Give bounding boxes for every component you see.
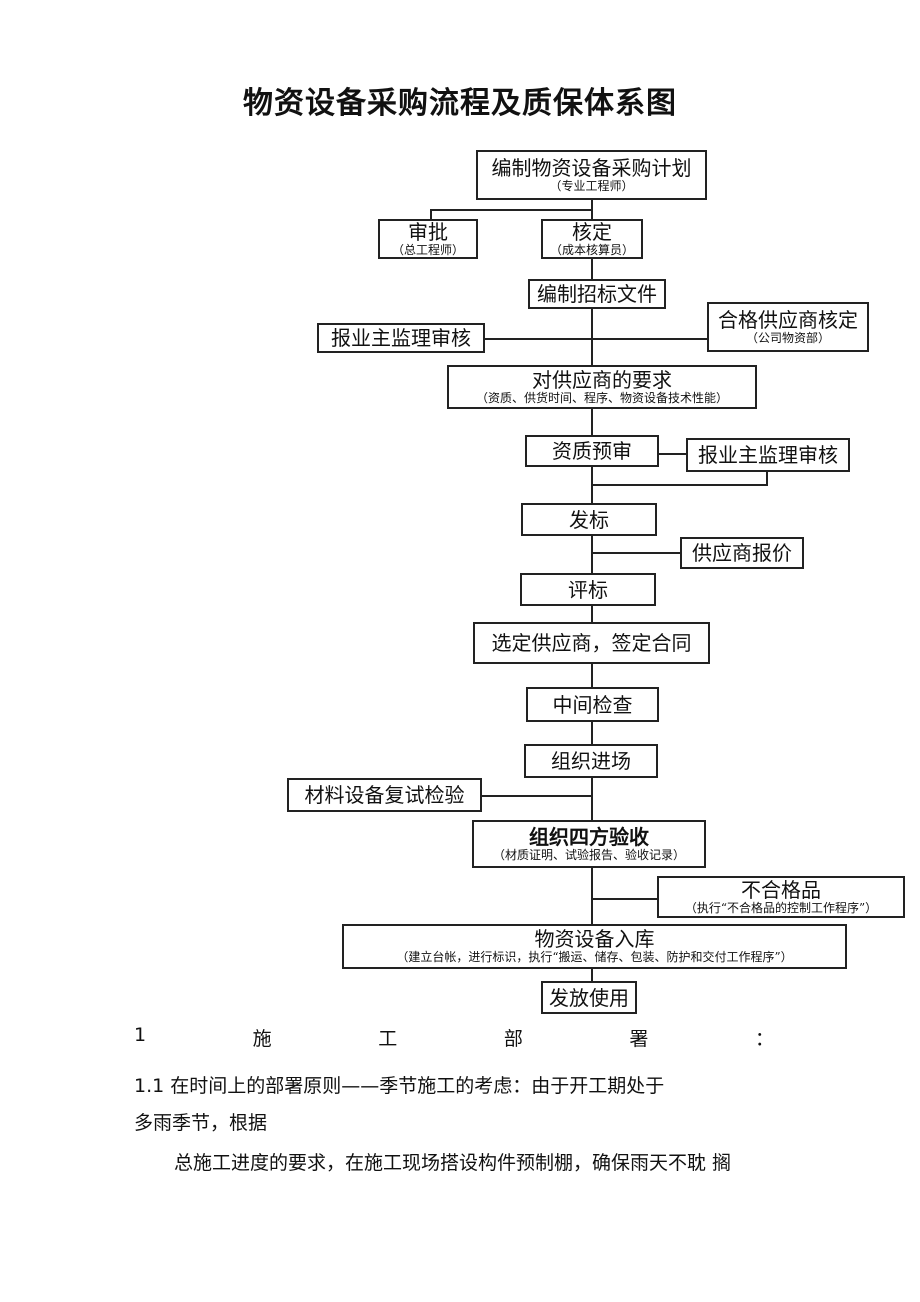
node-label: 报业主监理审核 <box>698 443 838 467</box>
node-label: 选定供应商，签定合同 <box>491 631 692 655</box>
node-report-owner-1: 报业主监理审核 <box>317 323 485 353</box>
node-label: 资质预审 <box>552 439 632 463</box>
node-sublabel: （执行“不合格品的控制工作程序”） <box>684 900 878 915</box>
node-label: 评标 <box>568 577 608 602</box>
connector <box>591 968 593 982</box>
node-issue-tender: 发标 <box>521 503 657 536</box>
heading-number: 1 <box>134 1024 147 1046</box>
node-plan: 编制物资设备采购计划 （专业工程师） <box>476 150 707 200</box>
connector <box>591 867 593 925</box>
connector <box>591 484 768 486</box>
connector <box>591 721 593 745</box>
connector <box>591 535 593 574</box>
node-supplier-requirement: 对供应商的要求 （资质、供货时间、程序、物资设备技术性能） <box>447 365 757 409</box>
connector <box>766 470 768 486</box>
node-approve: 审批 （总工程师） <box>378 219 478 259</box>
node-label: 核定 <box>572 219 612 244</box>
node-label: 物资设备入库 <box>534 927 655 951</box>
node-label: 审批 <box>408 219 448 244</box>
node-label: 不合格品 <box>741 877 821 902</box>
node-evaluate: 评标 <box>520 573 656 606</box>
node-issue-use: 发放使用 <box>541 981 637 1014</box>
connector <box>481 795 593 797</box>
node-mid-inspection: 中间检查 <box>526 687 659 722</box>
node-storage: 物资设备入库 （建立台帐，进行标识，执行“搬运、储存、包装、防护和交付工作程序”… <box>342 924 847 969</box>
diagram-title: 物资设备采购流程及质保体系图 <box>243 86 677 121</box>
heading-char: ： <box>754 1028 774 1050</box>
node-label: 材料设备复试检验 <box>304 783 465 807</box>
node-qualified-supplier: 合格供应商核定 （公司物资部） <box>707 302 869 352</box>
section-heading: 1 施 工 部 署 ： <box>134 1024 774 1051</box>
node-contract: 选定供应商，签定合同 <box>473 622 710 664</box>
connector <box>658 453 688 455</box>
node-nonconforming: 不合格品 （执行“不合格品的控制工作程序”） <box>657 876 905 918</box>
paragraph-line: 1.1 在时间上的部署原则——季节施工的考虑：由于开工期处于 <box>134 1075 665 1097</box>
node-label: 组织进场 <box>551 749 631 773</box>
node-label: 发标 <box>569 507 609 532</box>
node-label: 发放使用 <box>549 985 629 1010</box>
node-sublabel: （专业工程师） <box>549 178 634 193</box>
connector <box>591 898 658 900</box>
node-tender-doc: 编制招标文件 <box>528 279 666 309</box>
connector <box>591 663 593 688</box>
node-report-owner-2: 报业主监理审核 <box>686 438 850 472</box>
node-retest: 材料设备复试检验 <box>287 778 482 812</box>
node-prequalification: 资质预审 <box>525 435 659 467</box>
connector <box>591 605 593 623</box>
node-label: 对供应商的要求 <box>532 367 672 392</box>
node-site-entry: 组织进场 <box>524 744 658 778</box>
connector <box>430 209 593 211</box>
node-sublabel: （建立台帐，进行标识，执行“搬运、储存、包装、防护和交付工作程序”） <box>396 950 793 964</box>
connector <box>591 257 593 281</box>
node-label: 组织四方验收 <box>529 824 649 849</box>
paragraph-line: 总施工进度的要求，在施工现场搭设构件预制棚，确保雨天不耽 搁 <box>174 1152 732 1174</box>
node-label: 中间检查 <box>552 692 633 717</box>
connector <box>591 408 593 436</box>
heading-char: 工 <box>378 1028 398 1050</box>
node-label: 编制物资设备采购计划 <box>491 155 692 180</box>
heading-char: 署 <box>629 1028 649 1050</box>
connector <box>430 209 432 221</box>
paragraph-line: 多雨季节，根据 <box>134 1112 268 1134</box>
node-check: 核定 （成本核算员） <box>541 219 643 259</box>
node-label: 编制招标文件 <box>537 282 657 306</box>
node-label: 合格供应商核定 <box>718 307 858 332</box>
connector <box>484 338 708 340</box>
node-four-party-acceptance: 组织四方验收 （材质证明、试验报告、验收记录） <box>472 820 706 868</box>
connector <box>591 552 682 554</box>
node-sublabel: （成本核算员） <box>549 242 634 257</box>
connector <box>591 777 593 821</box>
heading-char: 施 <box>252 1028 272 1050</box>
node-supplier-quote: 供应商报价 <box>680 537 804 569</box>
connector <box>591 200 593 222</box>
heading-char: 部 <box>503 1028 523 1050</box>
node-label: 报业主监理审核 <box>331 326 471 350</box>
node-sublabel: （资质、供货时间、程序、物资设备技术性能） <box>475 390 728 405</box>
node-label: 供应商报价 <box>692 541 792 565</box>
node-sublabel: （公司物资部） <box>745 330 830 345</box>
node-sublabel: （材质证明、试验报告、验收记录） <box>492 847 685 862</box>
node-sublabel: （总工程师） <box>391 242 464 257</box>
connector <box>591 308 593 366</box>
